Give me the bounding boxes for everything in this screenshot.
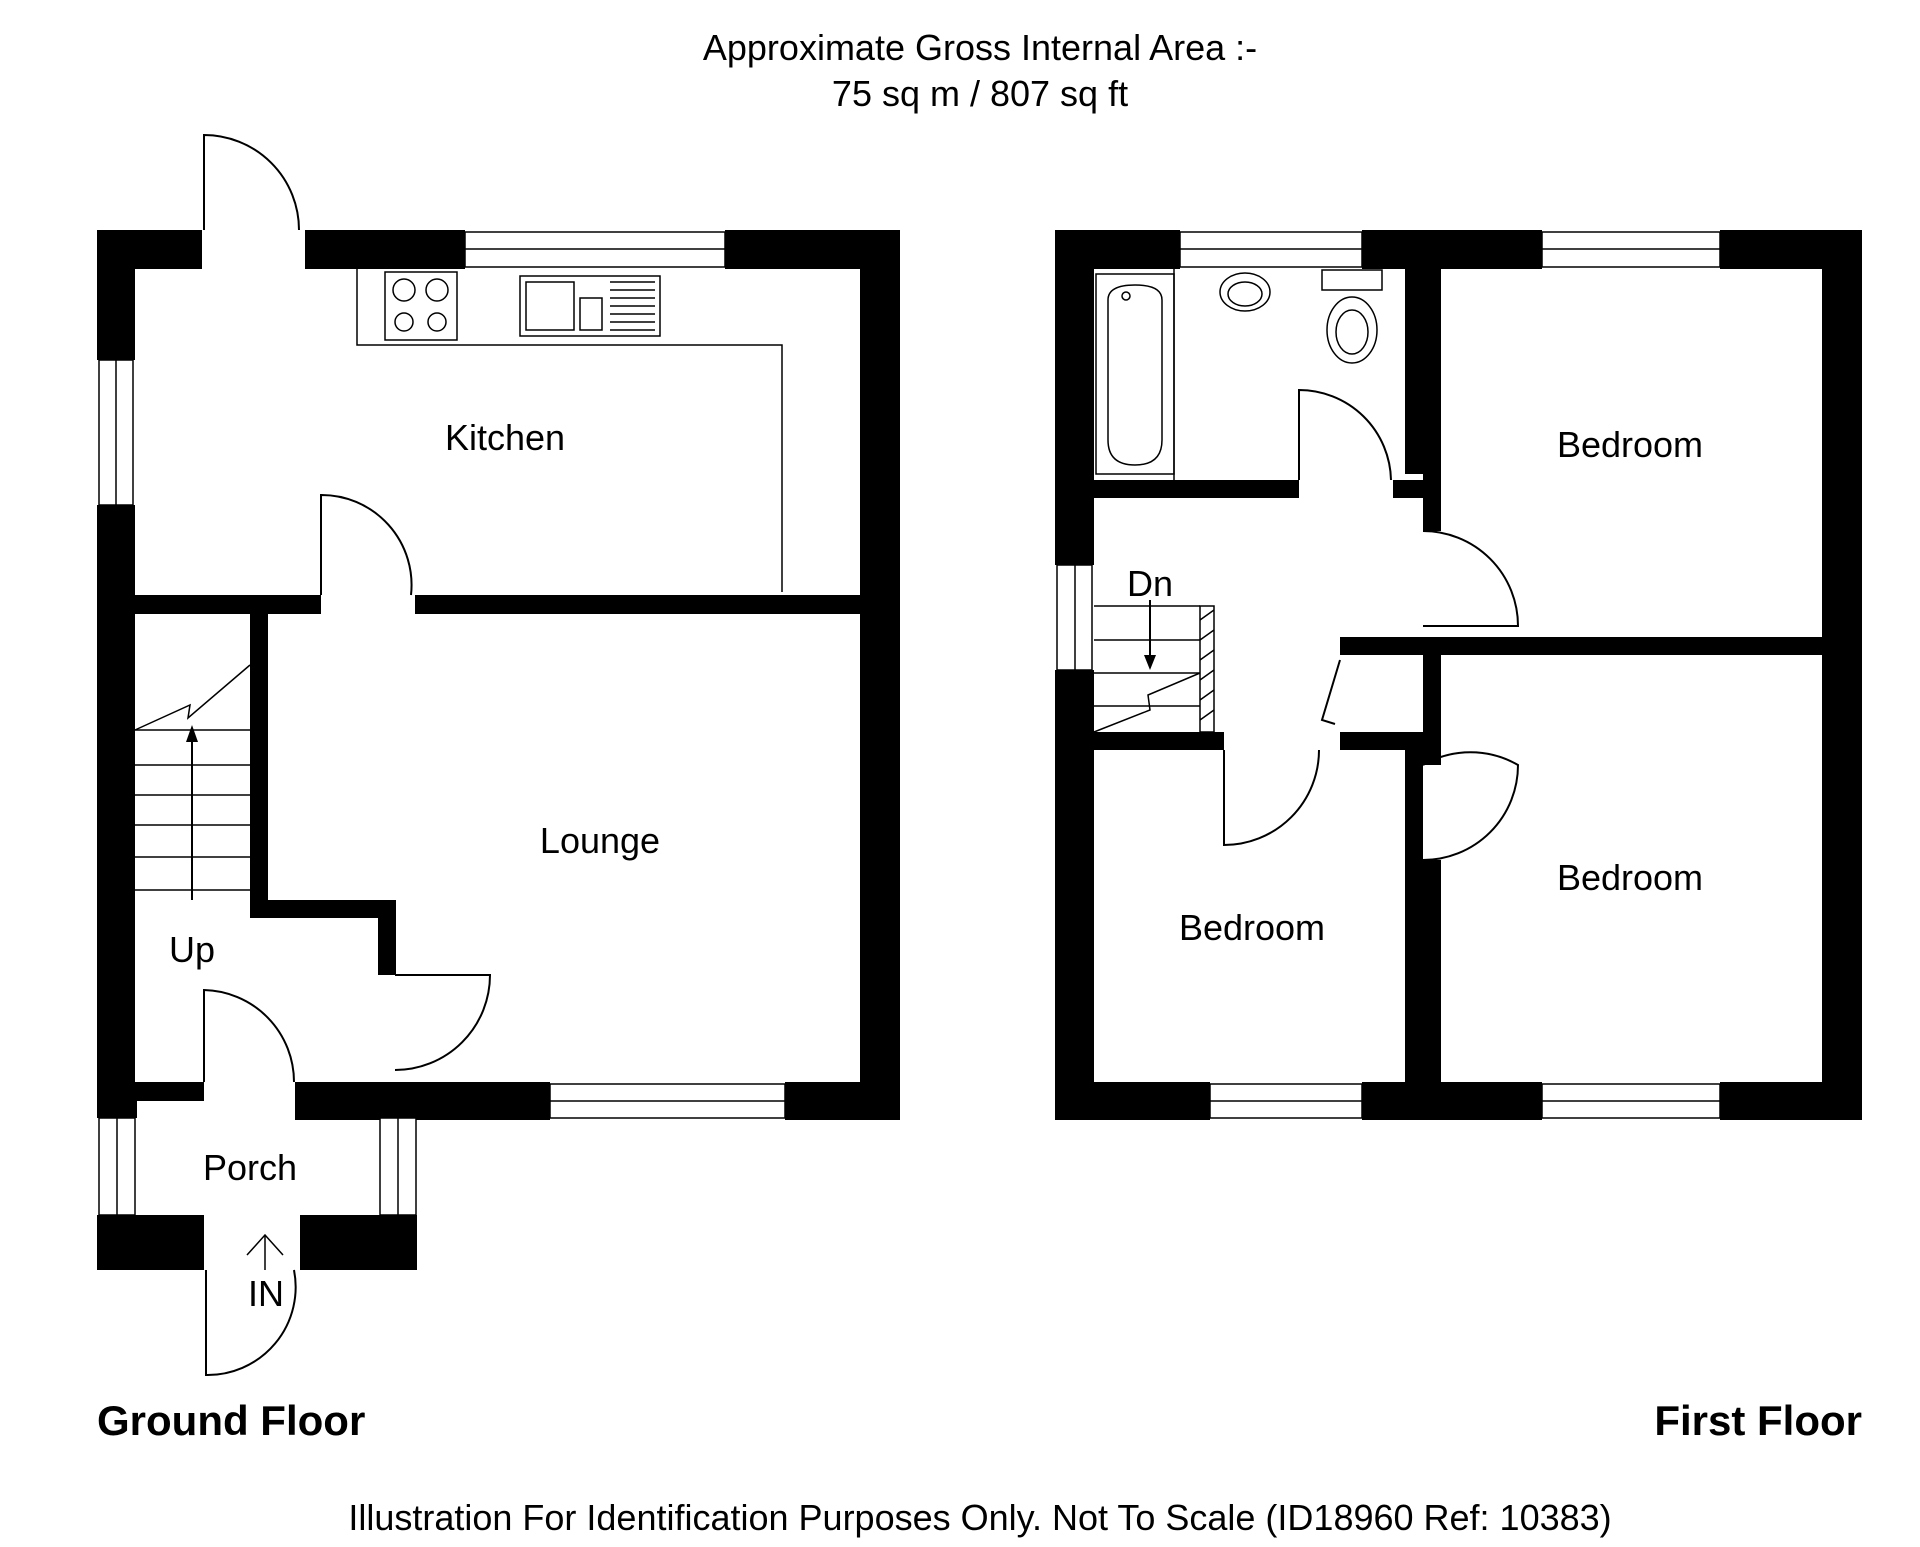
gf-wall-kitchen-lounge-right <box>415 595 860 614</box>
ff-door-bedroom-1 <box>1422 530 1520 627</box>
ff-wall-bathroom-bottom-left <box>1094 480 1299 498</box>
ff-wall-bedroom3-right <box>1405 750 1423 1082</box>
gf-wall-right <box>860 230 900 1120</box>
room-label-bedroom-3: Bedroom <box>1179 907 1325 948</box>
gf-door-hall-lounge <box>394 974 492 1071</box>
room-label-lounge: Lounge <box>540 820 660 861</box>
gf-wall-kitchen-lounge-left <box>135 595 321 614</box>
gf-wall-bottom-right <box>785 1082 900 1120</box>
ff-wall-bottom-mid <box>1362 1082 1542 1120</box>
gf-wall-left-lower <box>97 505 135 1115</box>
gf-stairs <box>134 664 251 900</box>
ff-wall-right <box>1822 230 1862 1120</box>
ff-wall-cupboard-top <box>1340 637 1423 655</box>
gf-wall-left-upper <box>97 230 135 360</box>
entrance-label: IN <box>248 1273 284 1314</box>
ff-wall-bedroom2-left <box>1423 655 1441 765</box>
gf-door-front <box>205 1269 297 1377</box>
basin-icon <box>1219 272 1271 312</box>
ff-wall-bedroom1-left-upper <box>1423 269 1441 531</box>
gf-door-kitchen-lounge <box>320 493 413 596</box>
first-floor-plan: Dn Bedroom Bedroom Bedroom <box>1055 230 1862 1120</box>
toilet-icon <box>1321 269 1383 291</box>
stairs-down-label: Dn <box>1127 563 1173 604</box>
ff-wall-bathroom-bottom-right <box>1393 480 1423 498</box>
gf-wall-bottom-mid <box>295 1082 550 1120</box>
area-title: Approximate Gross Internal Area :- <box>703 27 1257 68</box>
ff-wall-bathroom-right <box>1405 269 1423 474</box>
kitchen-counter <box>356 269 783 592</box>
ff-wall-bedroom2-left-lower <box>1423 860 1441 1082</box>
first-floor-label: First Floor <box>1654 1397 1862 1444</box>
gf-door-porch-hall <box>203 988 295 1083</box>
room-label-kitchen: Kitchen <box>445 417 565 458</box>
ff-wall-bottom-right <box>1720 1082 1862 1120</box>
sink-icon <box>519 275 661 337</box>
room-label-porch: Porch <box>203 1147 297 1188</box>
ground-floor-label: Ground Floor <box>97 1397 365 1444</box>
ff-door-bedroom-3 <box>1223 749 1320 847</box>
gf-wall-hall-right <box>378 900 396 975</box>
ff-door-bedroom-2 <box>1422 751 1520 861</box>
ff-wall-top-mid <box>1362 230 1542 269</box>
ff-wall-cupboard-bottom <box>1340 732 1423 750</box>
gf-wall-stair-side <box>250 610 268 910</box>
ff-wall-left-upper <box>1055 230 1094 565</box>
gf-wall-hall-top <box>250 900 395 918</box>
gf-wall-bottom-left <box>97 1082 204 1101</box>
ff-wall-left-lower <box>1055 670 1094 1120</box>
room-label-bedroom-1: Bedroom <box>1557 424 1703 465</box>
disclaimer-text: Illustration For Identification Purposes… <box>348 1497 1611 1538</box>
ff-wall-bedroom1-bottom <box>1423 637 1822 655</box>
ff-door-bathroom <box>1298 388 1392 481</box>
gf-wall-top-mid <box>305 230 465 269</box>
ff-stairs <box>1093 600 1215 733</box>
ff-wall-stair-bottom <box>1094 732 1224 750</box>
stairs-up-label: Up <box>169 929 215 970</box>
hob-icon <box>384 271 458 341</box>
ff-door-cupboard <box>1320 659 1341 725</box>
ground-floor-plan: Kitchen Lounge Up Porch IN <box>97 133 900 1377</box>
ff-wall-bottom-left <box>1055 1082 1210 1120</box>
room-label-bedroom-2: Bedroom <box>1557 857 1703 898</box>
gf-porch <box>97 1100 417 1377</box>
area-value: 75 sq m / 807 sq ft <box>832 73 1128 114</box>
gf-door-kitchen-back <box>203 133 300 231</box>
